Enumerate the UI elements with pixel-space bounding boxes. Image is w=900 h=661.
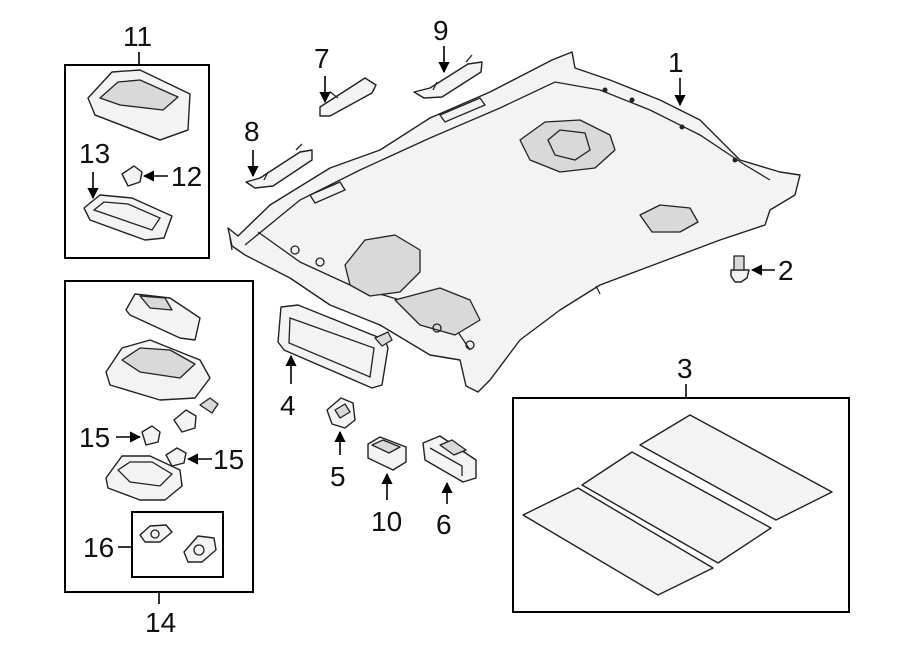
map-lamp-bracket-part[interactable] [125, 293, 201, 341]
grab-handle-part[interactable] [319, 77, 377, 117]
insulation-pads-part[interactable] [522, 414, 833, 596]
callout-15a: 15 [79, 422, 110, 453]
callout-15b: 15 [213, 444, 244, 475]
callout-3: 3 [677, 353, 693, 384]
visor-clip-part[interactable] [326, 397, 356, 429]
switch-part[interactable] [367, 436, 407, 471]
lens-set-part[interactable] [139, 524, 217, 563]
map-lamp-housing-part[interactable] [105, 339, 211, 401]
sun-visor-part[interactable] [277, 304, 393, 389]
bulb-part[interactable] [121, 165, 143, 187]
callout-6: 6 [436, 509, 452, 540]
callout-11: 11 [123, 21, 152, 52]
bracket-right-part[interactable] [413, 54, 483, 99]
callout-14: 14 [145, 607, 176, 638]
callout-12: 12 [171, 161, 202, 192]
callout-13: 13 [79, 138, 110, 169]
callout-7: 7 [314, 43, 330, 74]
switch-knob-part[interactable] [173, 397, 219, 433]
callout-9: 9 [433, 15, 449, 46]
clip-part[interactable] [730, 255, 750, 283]
callout-1: 1 [668, 47, 684, 78]
lamp-lens-part[interactable] [83, 194, 173, 241]
callout-2: 2 [778, 255, 794, 286]
headliner-part[interactable] [227, 51, 801, 393]
map-lamp-bulb-b-part[interactable] [165, 447, 187, 467]
callout-5: 5 [330, 461, 346, 492]
map-lamp-bulb-a-part[interactable] [141, 425, 161, 446]
callout-4: 4 [280, 390, 296, 421]
lens-set-box [131, 511, 224, 578]
lamp-assembly-part[interactable] [422, 435, 477, 483]
dome-lamp-housing-part[interactable] [87, 69, 191, 141]
callout-8: 8 [244, 116, 260, 147]
callout-16: 16 [83, 532, 114, 563]
map-lamp-lens-part[interactable] [105, 455, 183, 501]
bracket-left-part[interactable] [245, 143, 313, 189]
dome-lamp-box [64, 64, 210, 259]
insulation-box [512, 397, 850, 613]
callout-10: 10 [371, 506, 402, 537]
